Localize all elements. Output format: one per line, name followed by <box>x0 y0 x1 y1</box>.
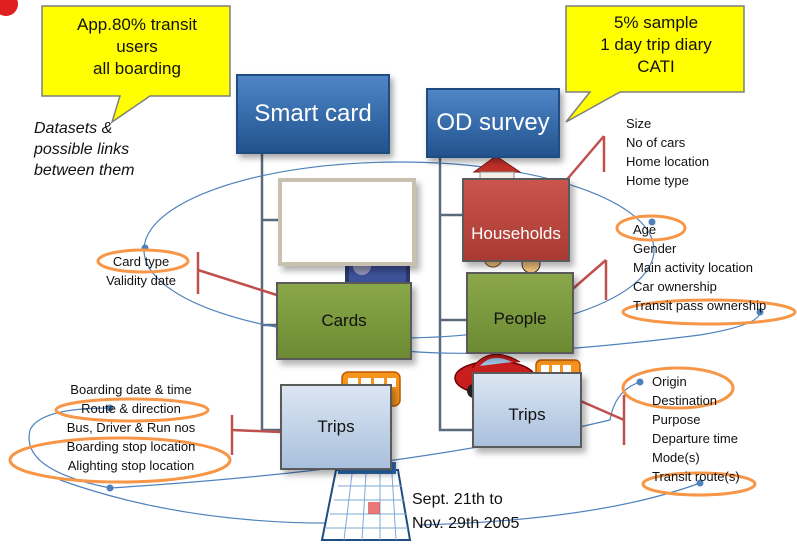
smartcard-trips-box: Trips <box>280 384 392 470</box>
people-attr: Main activity location <box>633 260 753 275</box>
trip-attr: Bus, Driver & Run nos <box>66 420 196 435</box>
calendar-icon <box>320 462 412 541</box>
note-line: possible links <box>34 141 130 158</box>
left-callout-line: all boarding <box>93 59 181 78</box>
people-attr: Gender <box>633 241 677 256</box>
od-trip-attributes: Origin Destination Purpose Departure tim… <box>652 372 740 486</box>
people-box: People <box>466 272 574 354</box>
od-survey-header: OD survey <box>426 88 560 158</box>
left-callout-line: App.80% transit <box>76 15 197 34</box>
corner-badge <box>0 0 20 18</box>
od-trips-label: Trips <box>508 405 546 424</box>
odsurvey-tree-lines <box>438 150 474 432</box>
survey-period: Sept. 21th to Nov. 29th 2005 <box>412 488 519 536</box>
trip-attr: Boarding date & time <box>70 382 192 397</box>
households-box: Households <box>462 178 570 262</box>
household-attr: Home type <box>626 173 689 188</box>
od-trips-box: Trips <box>472 372 582 448</box>
people-attr: Car ownership <box>633 279 717 294</box>
people-label: People <box>493 309 547 328</box>
smartcard-trips-label: Trips <box>317 417 355 436</box>
cards-box: Cards <box>276 282 412 360</box>
od-trip-attr: Mode(s) <box>652 450 700 465</box>
people-attributes: Age Gender Main activity location Car ow… <box>633 220 766 315</box>
trip-attr: Boarding stop location <box>66 439 196 454</box>
note-line: Datasets & <box>34 120 113 137</box>
trip-attr: Route & direction <box>81 401 181 416</box>
right-callout: 5% sample 1 day trip diary CATI <box>568 12 744 78</box>
od-trip-attr: Transit route(s) <box>652 469 740 484</box>
od-trip-attr: Departure time <box>652 431 738 446</box>
right-callout-line: 5% sample <box>613 13 699 32</box>
card-attr: Card type <box>112 254 170 269</box>
household-attr: Home location <box>626 154 710 169</box>
od-trip-attr: Destination <box>652 393 718 408</box>
households-label: Households <box>471 224 561 243</box>
period-line: Sept. 21th to <box>412 491 503 508</box>
cards-label: Cards <box>321 311 367 330</box>
left-callout-shape <box>41 5 231 124</box>
trip-attr: Alighting stop location <box>67 458 195 473</box>
period-line: Nov. 29th 2005 <box>412 515 520 532</box>
household-attr: No of cars <box>626 135 686 150</box>
empty-frame <box>278 178 416 266</box>
household-attr: Size <box>626 116 652 131</box>
card-attr: Validity date <box>106 273 176 288</box>
od-trip-attr: Origin <box>652 374 687 389</box>
note-line: between them <box>34 162 135 179</box>
left-callout-line: users <box>116 37 158 56</box>
datasets-note: Datasets & possible links between them <box>34 118 135 181</box>
od-trip-attr: Purpose <box>652 412 701 427</box>
left-callout: App.80% transit users all boarding <box>44 14 230 80</box>
smartcard-trip-attributes: Boarding date & time Route & direction B… <box>40 380 222 475</box>
household-attributes: Size No of cars Home location Home type <box>626 114 709 190</box>
right-callout-line: 1 day trip diary <box>600 35 712 54</box>
smart-card-header: Smart card <box>236 74 390 154</box>
right-callout-line: CATI <box>637 57 675 76</box>
right-callout-shape <box>565 5 745 123</box>
people-attr: Transit pass ownership <box>633 298 767 313</box>
card-attributes: Card type Validity date <box>86 252 196 290</box>
people-attr: Age <box>633 222 657 237</box>
